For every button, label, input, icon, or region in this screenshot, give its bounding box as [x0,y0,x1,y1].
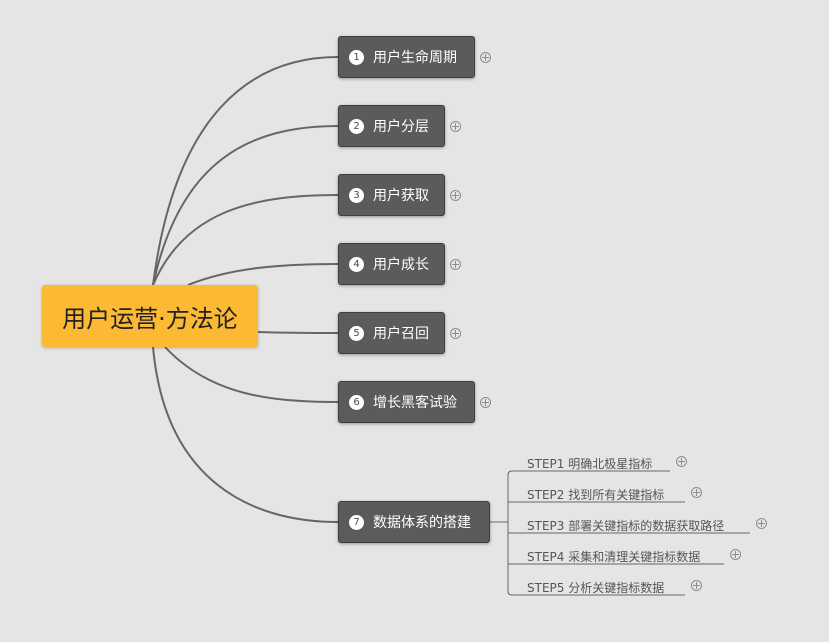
connector-branch-4 [187,263,339,286]
branch-number-badge: 7 [349,514,364,530]
branch-topic-data-system[interactable]: 7 数据体系的搭建 [338,501,490,543]
branch-number-badge: 2 [349,118,364,134]
expand-circle-plus-icon[interactable] [691,580,702,591]
subtopic-step-1[interactable]: STEP1 明确北极星指标 [527,457,653,471]
branch-number-badge: 4 [349,256,364,272]
root-topic-label: 用户运营·方法论 [62,304,238,333]
expand-circle-plus-icon[interactable] [480,52,491,63]
branch-number-badge: 3 [349,187,364,203]
connector-branch-6 [164,346,339,403]
root-topic[interactable]: 用户运营·方法论 [42,285,258,347]
branch-label: 用户召回 [373,326,429,342]
expand-circle-plus-icon[interactable] [450,190,461,201]
connector-branch-2 [152,125,339,286]
connector-branch-7 [152,346,339,523]
subtopic-step-3[interactable]: STEP3 部署关键指标的数据获取路径 [527,519,725,533]
branch-label: 数据体系的搭建 [373,515,471,531]
branch-label: 用户分层 [373,119,429,135]
branch-topic-user-recall[interactable]: 5 用户召回 [338,312,445,354]
connector-branch-5 [257,331,339,334]
branch-label: 用户成长 [373,257,429,273]
branch-number-badge: 5 [349,325,364,341]
branch-topic-user-segmentation[interactable]: 2 用户分层 [338,105,445,147]
branch-number-badge: 1 [349,49,364,65]
expand-circle-plus-icon[interactable] [676,456,687,467]
expand-circle-plus-icon[interactable] [756,518,767,529]
branch-label: 增长黑客试验 [373,395,457,411]
expand-circle-plus-icon[interactable] [450,328,461,339]
connector-branch-3 [152,194,339,286]
branch-topic-user-acquisition[interactable]: 3 用户获取 [338,174,445,216]
connector-steps-vertical [507,470,513,596]
expand-circle-plus-icon[interactable] [691,487,702,498]
branch-label: 用户获取 [373,188,429,204]
branch-number-badge: 6 [349,394,364,410]
branch-topic-growth-hacking[interactable]: 6 增长黑客试验 [338,381,475,423]
expand-circle-plus-icon[interactable] [450,121,461,132]
connector-branch-1 [152,56,339,286]
expand-circle-plus-icon[interactable] [730,549,741,560]
branch-topic-user-growth[interactable]: 4 用户成长 [338,243,445,285]
subtopic-step-5[interactable]: STEP5 分析关键指标数据 [527,581,665,595]
expand-circle-plus-icon[interactable] [450,259,461,270]
branch-topic-user-lifecycle[interactable]: 1 用户生命周期 [338,36,475,78]
subtopic-step-4[interactable]: STEP4 采集和清理关键指标数据 [527,550,701,564]
branch-label: 用户生命周期 [373,50,457,66]
subtopic-step-2[interactable]: STEP2 找到所有关键指标 [527,488,665,502]
expand-circle-plus-icon[interactable] [480,397,491,408]
